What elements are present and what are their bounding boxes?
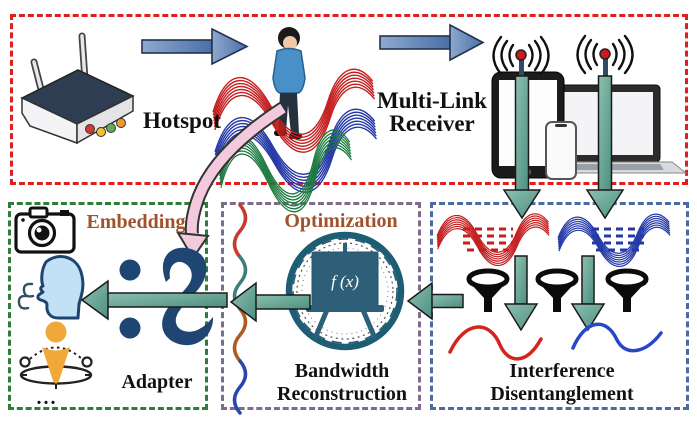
feedback-arrow: [176, 102, 287, 260]
tx-arrow-2: [379, 23, 485, 62]
router-icon: [20, 32, 135, 145]
receiver-label-line1: Multi-Link: [377, 88, 487, 113]
tx-arrow-1: [141, 27, 249, 66]
link-flow-arrow-1: [502, 75, 542, 220]
formula-text: f (x): [331, 272, 359, 291]
antenna-icon: [492, 35, 550, 80]
bandwidth-caption-line1: Bandwidth: [294, 360, 390, 382]
funnel-icon: [605, 268, 649, 312]
funnel-icon: [466, 268, 510, 312]
funnel-icon: [535, 268, 579, 312]
stage-arrow-to-embeddings: [80, 279, 228, 321]
antenna-icon: [576, 34, 634, 85]
clean-wave-red: [448, 325, 543, 361]
link-flow-arrow-2: [585, 75, 625, 220]
stage-arrow-to-optimization: [406, 281, 464, 321]
entangled-wave-blue: [556, 210, 673, 272]
interference-caption-line2: Disentanglement: [490, 383, 634, 405]
breathing-face-icon: [17, 255, 85, 320]
ellipsis-icon: ...: [36, 387, 58, 409]
receiver-label-line2: Receiver: [389, 111, 475, 136]
stage-arrow-to-adapter: [229, 281, 311, 323]
clean-wave-blue: [571, 322, 663, 353]
receiver-label: Multi-Link Receiver: [377, 89, 487, 135]
camera-icon: [14, 206, 76, 254]
filter-flow-arrow-2: [570, 255, 606, 332]
bandwidth-caption-line2: Reconstruction: [277, 383, 407, 405]
hotspot-label: Hotspot: [143, 108, 221, 133]
bandwidth-caption: Bandwidth Reconstruction: [277, 360, 407, 406]
interference-caption-line1: Interference: [509, 360, 615, 382]
interference-caption: Interference Disentanglement: [490, 360, 633, 406]
entangled-wave-red: [435, 210, 552, 270]
adapter-label: Adapter: [121, 371, 193, 393]
embedding-label: Embedding: [86, 211, 186, 233]
filter-flow-arrow-1: [503, 255, 539, 332]
positioning-person-icon: [19, 321, 93, 389]
blackboard-icon: f (x): [306, 243, 384, 339]
optimization-label: Optimization: [284, 210, 398, 232]
